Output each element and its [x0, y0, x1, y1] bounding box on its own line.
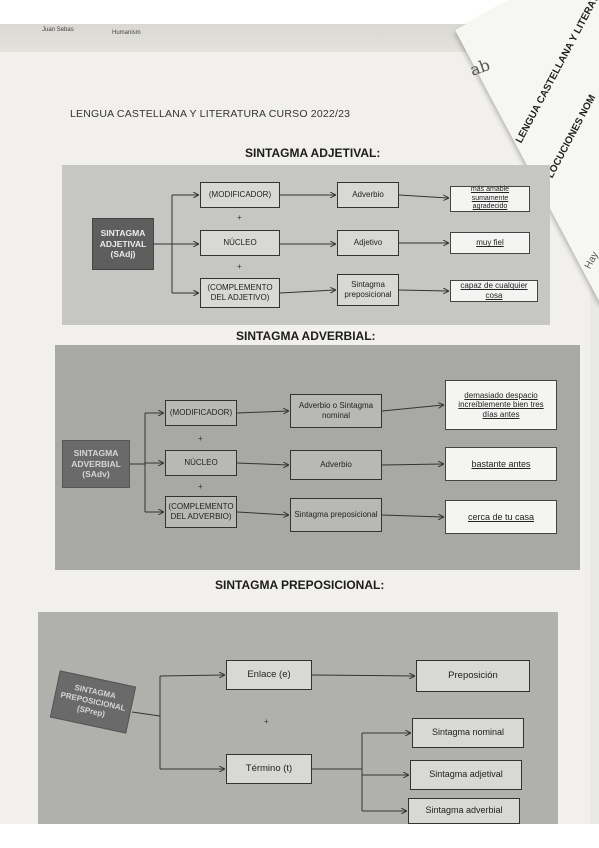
node-sadv: Sintagma adverbial: [408, 798, 520, 824]
node-adv-modificador: (MODIFICADOR): [165, 400, 237, 426]
example-adj-2: muy fiel: [450, 232, 530, 254]
node-adj-modificador: (MODIFICADOR): [200, 182, 280, 208]
node-adv-nucleo: NÚCLEO: [165, 450, 237, 476]
node-adj-sprep: Sintagma preposicional: [337, 274, 399, 306]
node-sadj: Sintagma adjetival: [410, 760, 522, 790]
desk-note-left: Juan Sebas: [42, 27, 74, 33]
node-enlace: Enlace (e): [226, 660, 312, 690]
example-adv-1: demasiado despacio increíblemente bien t…: [445, 380, 557, 430]
example-adv-3: cerca de tu casa: [445, 500, 557, 534]
example-adj-3: capaz de cualquier cosa: [450, 280, 538, 302]
plus-sign: +: [237, 213, 242, 222]
plus-sign: +: [264, 717, 269, 726]
page-header: LENGUA CASTELLANA Y LITERATURA CURSO 202…: [70, 108, 351, 120]
plus-sign: +: [198, 482, 203, 491]
node-adv-adverbio-sn: Adverbio o Sintagma nominal: [290, 394, 382, 428]
node-adv-sprep: Sintagma preposicional: [290, 498, 382, 532]
node-termino: Término (t): [226, 754, 312, 784]
section-title-preposicional: SINTAGMA PREPOSICIONAL:: [215, 578, 385, 592]
node-preposicion: Preposición: [416, 660, 530, 692]
node-adj-adverbio: Adverbio: [337, 182, 399, 208]
bottom-margin: [0, 824, 599, 848]
node-adv-complemento: (COMPLEMENTO DEL ADVERBIO): [165, 496, 237, 528]
node-adj-adjetivo: Adjetivo: [337, 230, 399, 256]
node-sadj-main: SINTAGMA ADJETIVAL (SAdj): [92, 218, 154, 270]
desk-note-right: Humanism: [112, 30, 141, 36]
node-sn: Sintagma nominal: [412, 718, 524, 748]
example-adj-1: más amable sumamente agradecido: [450, 186, 530, 212]
node-sadv-main: SINTAGMA ADVERBIAL (SAdv): [62, 440, 130, 488]
node-adj-complemento: (COMPLEMENTO DEL ADJETIVO): [200, 278, 280, 308]
section-title-adjetival: SINTAGMA ADJETIVAL:: [245, 146, 381, 160]
node-adj-nucleo: NÚCLEO: [200, 230, 280, 256]
section-title-adverbial: SINTAGMA ADVERBIAL:: [236, 329, 376, 343]
plus-sign: +: [237, 262, 242, 271]
plus-sign: +: [198, 434, 203, 443]
example-adv-2: bastante antes: [445, 447, 557, 481]
node-adv-adverbio: Adverbio: [290, 450, 382, 480]
